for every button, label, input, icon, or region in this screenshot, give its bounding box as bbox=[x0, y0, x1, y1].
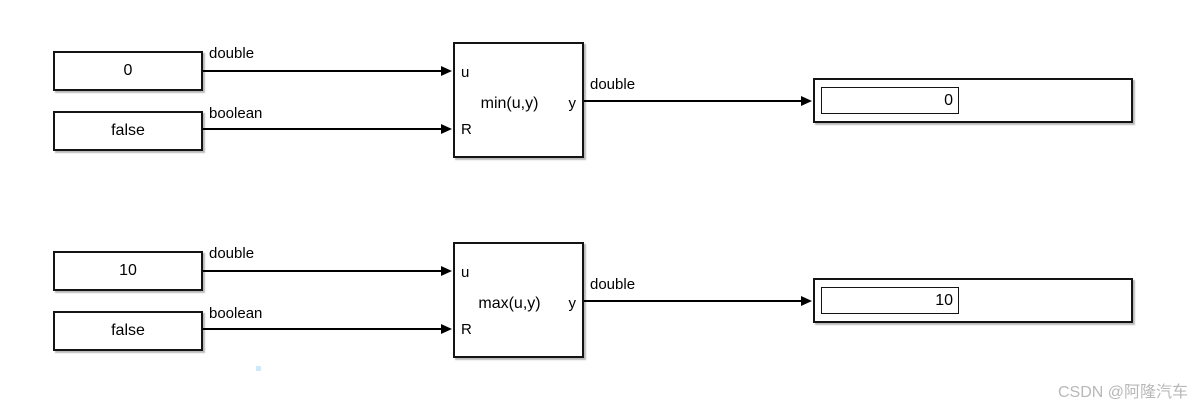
minmax-function-block[interactable]: u R max(u,y) y bbox=[453, 242, 584, 358]
port-label-y: y bbox=[568, 295, 577, 312]
display-value-field: 10 bbox=[821, 287, 959, 314]
constant-block[interactable]: 0 bbox=[53, 51, 203, 91]
display-block[interactable]: 10 bbox=[813, 278, 1133, 323]
signal-wire[interactable] bbox=[203, 70, 442, 72]
port-label-r: R bbox=[461, 121, 472, 138]
reset-constant-block[interactable]: false bbox=[53, 311, 203, 351]
constant-value-label: 0 bbox=[123, 62, 133, 79]
constant-value-label: 10 bbox=[119, 262, 137, 279]
display-block[interactable]: 0 bbox=[813, 78, 1133, 123]
signal-type-label: double bbox=[209, 45, 255, 62]
signal-wire[interactable] bbox=[203, 128, 442, 130]
signal-type-label: double bbox=[209, 245, 255, 262]
arrowhead-icon bbox=[441, 66, 452, 76]
arrowhead-icon bbox=[801, 96, 812, 106]
port-label-u: u bbox=[461, 64, 470, 81]
port-label-y: y bbox=[568, 95, 577, 112]
port-label-r: R bbox=[461, 321, 472, 338]
signal-type-label: boolean bbox=[209, 105, 263, 122]
signal-type-label: double bbox=[590, 76, 636, 93]
signal-wire[interactable] bbox=[584, 300, 802, 302]
function-label: min(u,y) bbox=[480, 95, 539, 112]
max-subsystem-group: 10 double false boolean u R max(u,y) y d… bbox=[0, 200, 1198, 412]
display-value: 10 bbox=[935, 291, 953, 309]
display-value-field: 0 bbox=[821, 87, 959, 114]
signal-type-label: boolean bbox=[209, 305, 263, 322]
arrowhead-icon bbox=[441, 324, 452, 334]
watermark-text: CSDN @阿隆汽车 bbox=[1057, 384, 1188, 401]
reset-value-label: false bbox=[111, 122, 145, 139]
display-value: 0 bbox=[944, 91, 953, 109]
min-subsystem-group: 0 double false boolean u R min(u,y) y do… bbox=[53, 42, 1133, 158]
arrowhead-icon bbox=[801, 296, 812, 306]
port-label-u: u bbox=[461, 264, 470, 281]
minmax-function-block[interactable]: u R min(u,y) y bbox=[453, 42, 584, 158]
signal-wire[interactable] bbox=[203, 270, 442, 272]
signal-wire[interactable] bbox=[584, 100, 802, 102]
constant-block[interactable]: 10 bbox=[53, 251, 203, 291]
arrowhead-icon bbox=[441, 124, 452, 134]
signal-type-label: double bbox=[590, 276, 636, 293]
cursor-artifact-dot bbox=[256, 366, 261, 371]
signal-wire[interactable] bbox=[203, 328, 442, 330]
arrowhead-icon bbox=[441, 266, 452, 276]
function-label: max(u,y) bbox=[478, 295, 541, 312]
reset-constant-block[interactable]: false bbox=[53, 111, 203, 151]
reset-value-label: false bbox=[111, 322, 145, 339]
